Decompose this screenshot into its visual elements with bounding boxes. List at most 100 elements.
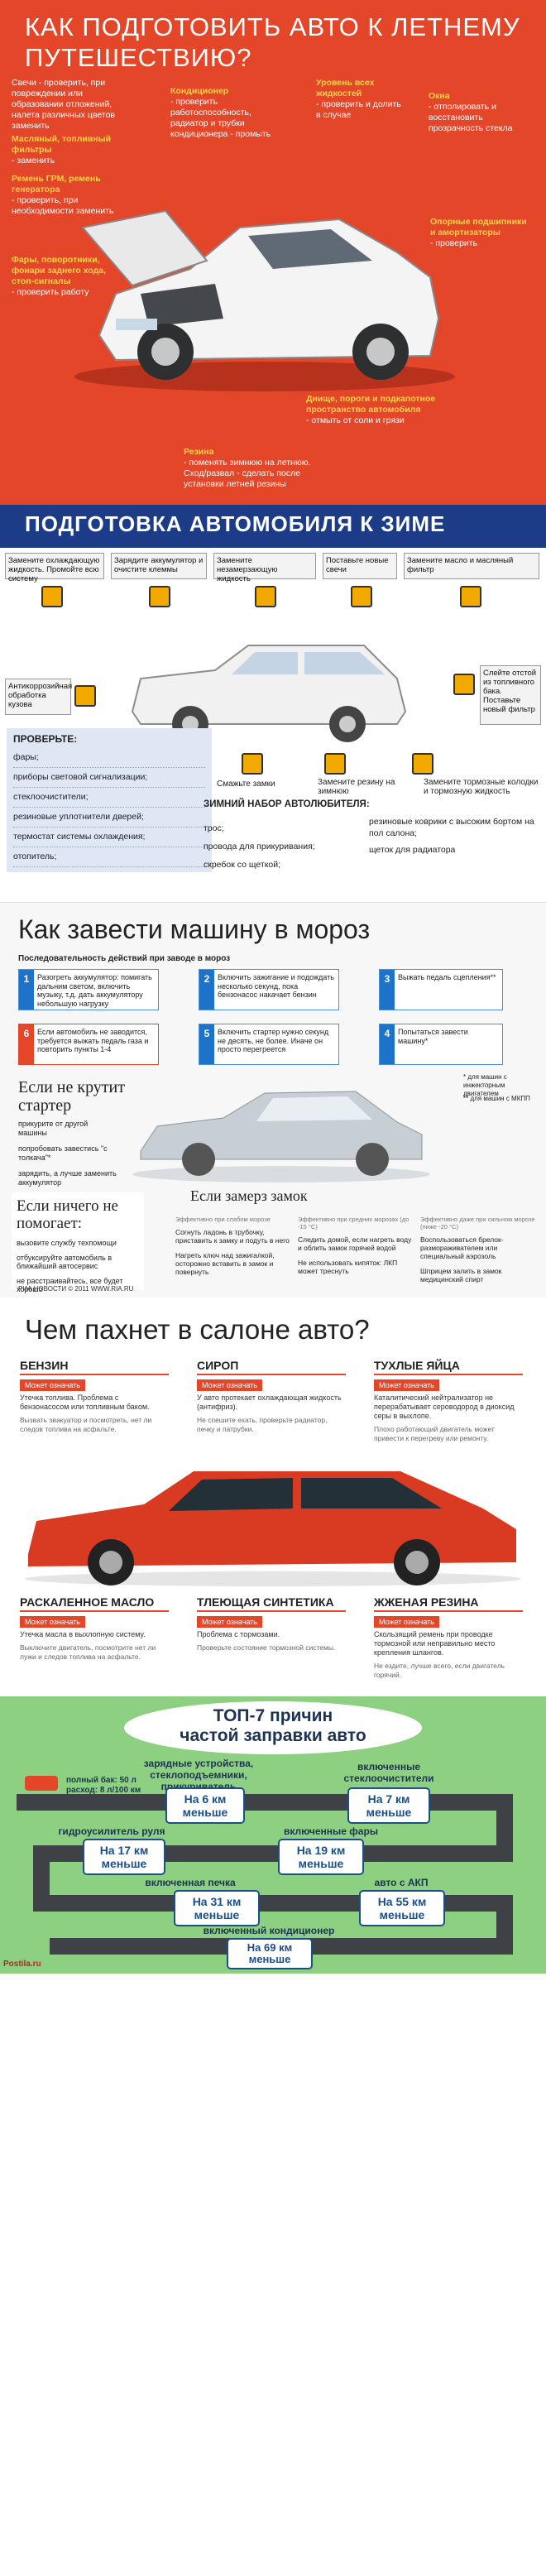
nothing-item: не расстраивайтесь, все будет хорошо	[17, 1277, 123, 1293]
road-row-1	[17, 1794, 513, 1811]
road-turn-1	[496, 1794, 513, 1860]
battery-icon	[149, 586, 170, 607]
box-battery: Зарядите аккумулятор и очистите клеммы	[111, 553, 207, 579]
spark-plug-icon	[351, 586, 372, 607]
nothing-item: вызовите службу техпомощи	[17, 1239, 117, 1247]
no-start-text-2: попробовать завестись "с толкача"*	[18, 1144, 108, 1162]
label-steering: гидроусилитель руля	[58, 1825, 165, 1837]
kit-item: скребок со щеткой;	[204, 860, 281, 870]
box-fuel: Слейте отстой из топливного бака. Постав…	[480, 665, 541, 725]
note-mkpp: ** для машин с МКПП	[463, 1095, 530, 1102]
label-akp: авто с АКП	[374, 1877, 429, 1888]
car-icon	[25, 1776, 58, 1791]
label-ac: включенный кондиционер	[203, 1925, 335, 1936]
lock-heading: Если замерз замок	[190, 1187, 308, 1204]
cold-start-infographic: Как завести машину в мороз Последователь…	[0, 902, 546, 1298]
smell-sintetika: Тлеющая синтетикаМожет означать Проблема…	[197, 1595, 346, 1653]
check-item: термостат системы охлаждения;	[13, 827, 205, 847]
callout-rezina: Резина- поменять зимнюю на летнюю. Сход/…	[184, 447, 311, 489]
shield-icon	[74, 685, 96, 707]
nothing-heading: Если ничего не помогает:	[17, 1197, 118, 1232]
label-headlights: включенные фары	[283, 1825, 379, 1837]
lock-method-1: Эффективно при слабом морозе Согнуть лад…	[175, 1216, 290, 1276]
check-item: стеклоочистители;	[13, 788, 205, 808]
no-start-text-1: прикурите от другой машины	[18, 1120, 89, 1137]
fuel-tank-icon	[453, 674, 475, 695]
summer-prep-infographic: Как подготовить авто к летнему путешеств…	[0, 0, 546, 505]
text-smazhte: Смажьте замки	[217, 780, 275, 789]
callout-dnishe: Днище, пороги и подкапотное пространство…	[306, 394, 436, 425]
lock-method-2: Эффективно при средних морозах (до -15 °…	[298, 1216, 412, 1275]
callout-filters: Масляный, топливный фильтры- заменить	[12, 134, 112, 165]
box-coolant: Замените охлаждающую жидкость. Промойте …	[5, 553, 104, 583]
text-kolodki: Замените тормозные колодки и тормозную ж…	[424, 778, 539, 796]
fuel-consumption-infographic: ТОП-7 причин частой заправки авто полный…	[0, 1696, 546, 1974]
pill-19km: На 19 км меньше	[278, 1839, 364, 1875]
callout-grm: Ремень ГРМ, ремень генератора- проверить…	[12, 174, 114, 216]
red-suv-illustration	[25, 1471, 521, 1586]
p4-title: Чем пахнет в салоне авто?	[25, 1314, 370, 1345]
check-item: резиновые уплотнители дверей;	[13, 808, 205, 827]
box-antikor: Антикоррозийная обработка кузова	[5, 679, 72, 715]
winter-prep-infographic: ПОДГОТОВКА АВТОМОБИЛЯ К ЗИМЕ Замените ох…	[0, 505, 546, 902]
box-oil: Замените масло и масляный фильтр	[404, 553, 539, 579]
no-start-text-3: зарядить, а лучше заменить аккумулятор	[18, 1169, 117, 1187]
p3-subtitle: Последовательность действий при заводе в…	[18, 954, 231, 963]
oil-can-icon	[460, 586, 481, 607]
pill-17km: На 17 км меньше	[83, 1839, 165, 1875]
kit-item: провода для прикуривания;	[204, 842, 315, 851]
lock-icon	[242, 753, 263, 775]
kit-item: трос;	[204, 823, 224, 833]
pill-7km: На 7 км меньше	[347, 1787, 430, 1824]
brake-icon	[412, 753, 433, 775]
lock-method-3: Эффективно даже при сильном морозе (ниже…	[420, 1216, 535, 1283]
check-item: отопитель;	[13, 847, 205, 867]
winter-kit: ЗИМНИЙ НАБОР АВТОЛЮБИТЕЛЯ: трос; провода…	[204, 799, 539, 870]
nothing-helps-box: Если ничего не помогает: вызовите службу…	[12, 1192, 144, 1293]
p2-header-bar	[0, 505, 546, 548]
box-plugs: Поставьте новые свечи	[323, 553, 397, 579]
kit-item: щеток для радиатора	[369, 845, 456, 855]
callout-opor: Опорные подшипники и амортизаторы- прове…	[430, 217, 527, 248]
smell-sirop: СиропМожет означать У авто протекает охл…	[197, 1359, 346, 1433]
frozen-car-illustration	[132, 1091, 430, 1182]
callout-okna: Окна- отполировать и восстановить прозра…	[429, 91, 513, 133]
callout-uroven: Уровень всех жидкостей- проверить и доли…	[316, 78, 401, 120]
car-smell-infographic: Чем пахнет в салоне авто? БензинМожет оз…	[0, 1298, 546, 1696]
p5-title-1: ТОП-7 причин	[213, 1706, 333, 1725]
title-cloud	[124, 1701, 422, 1754]
pill-31km: На 31 км меньше	[174, 1890, 260, 1926]
smell-rezina: Жженая резинаМожет означать Скользящий р…	[374, 1595, 523, 1679]
text-rezina: Замените резину на зимнюю	[318, 778, 395, 796]
postila-logo: Postila.ru	[3, 1960, 41, 1969]
note-injector: * для машин с инжекторным двигателем	[463, 1073, 507, 1097]
callout-fary: Фары, поворотники, фонари заднего хода, …	[12, 255, 107, 297]
check-title: ПРОВЕРЬТЕ:	[13, 733, 78, 745]
nothing-item: отбуксируйте автомобиль в ближайший авто…	[17, 1254, 113, 1270]
no-start-heading: Если не крутит стартер	[18, 1078, 125, 1115]
ria-footer: РИА НОВОСТИ © 2011 WWW.RIA.RU	[18, 1285, 134, 1293]
kit-title: ЗИМНИЙ НАБОР АВТОЛЮБИТЕЛЯ:	[204, 799, 370, 809]
p5-title-2: частой заправки авто	[180, 1726, 366, 1745]
smell-maslo: Раскаленное маслоМожет означать Утечка м…	[20, 1595, 169, 1661]
p3-title: Как завести машину в мороз	[18, 914, 371, 944]
pill-6km: На 6 км меньше	[165, 1787, 245, 1824]
coolant-icon	[41, 586, 63, 607]
smell-benzin: БензинМожет означать Утечка топлива. Про…	[20, 1359, 169, 1433]
check-list: ПРОВЕРЬТЕ: фары; приборы световой сигнал…	[7, 728, 212, 872]
label-heater: включенная печка	[145, 1877, 236, 1888]
pill-69km: На 69 км меньше	[227, 1938, 313, 1969]
full-tank-label: полный бак: 50 л расход: 8 л/100 км	[66, 1776, 141, 1795]
washer-icon	[255, 586, 276, 607]
box-washer: Замените незамерзающую жидкость	[213, 553, 316, 583]
callout-svechi: Свечи - проверить, при повреждении или о…	[12, 78, 116, 131]
check-item: фары;	[13, 748, 205, 768]
p1-title: Как подготовить авто к летнему путешеств…	[25, 12, 520, 72]
p2-title: ПОДГОТОВКА АВТОМОБИЛЯ К ЗИМЕ	[25, 511, 446, 536]
label-wipers: включенные стеклоочистители	[343, 1761, 434, 1784]
